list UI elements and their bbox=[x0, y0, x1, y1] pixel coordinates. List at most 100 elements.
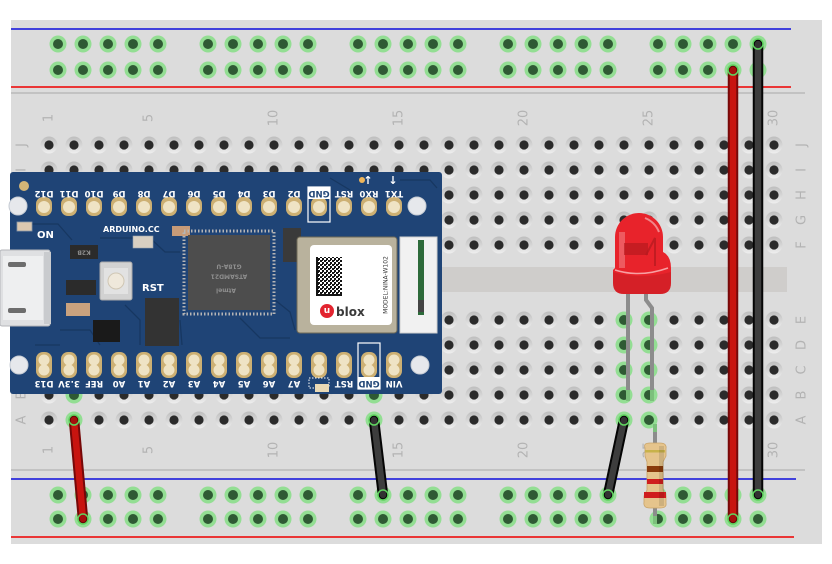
breadboard-hole[interactable] bbox=[499, 35, 517, 53]
breadboard-hole[interactable] bbox=[649, 35, 667, 53]
breadboard-hole[interactable] bbox=[349, 61, 367, 79]
breadboard-hole[interactable] bbox=[449, 510, 467, 528]
breadboard-hole[interactable] bbox=[149, 510, 167, 528]
breadboard-hole[interactable] bbox=[190, 136, 208, 154]
breadboard-hole[interactable] bbox=[765, 236, 783, 254]
arduino-pin[interactable]: A1 bbox=[136, 352, 152, 388]
breadboard-hole[interactable] bbox=[749, 510, 767, 528]
breadboard-hole[interactable] bbox=[115, 136, 133, 154]
arduino-pin[interactable]: D10 bbox=[84, 188, 103, 216]
breadboard-hole[interactable] bbox=[315, 136, 333, 154]
breadboard-hole[interactable] bbox=[699, 510, 717, 528]
breadboard-hole[interactable] bbox=[340, 136, 358, 154]
arduino-pin[interactable]: D6 bbox=[186, 188, 202, 216]
breadboard-hole[interactable] bbox=[199, 61, 217, 79]
breadboard-hole[interactable] bbox=[615, 161, 633, 179]
arduino-pin[interactable]: D7 bbox=[161, 188, 177, 216]
breadboard-hole[interactable] bbox=[374, 35, 392, 53]
breadboard-hole[interactable] bbox=[465, 336, 483, 354]
breadboard-hole[interactable] bbox=[565, 311, 583, 329]
wire-end[interactable] bbox=[77, 513, 89, 525]
arduino-pin[interactable]: D2 bbox=[286, 188, 302, 216]
breadboard-hole[interactable] bbox=[665, 186, 683, 204]
arduino-pin[interactable]: RST bbox=[335, 352, 354, 388]
breadboard-hole[interactable] bbox=[724, 35, 742, 53]
breadboard-hole[interactable] bbox=[540, 361, 558, 379]
breadboard-hole[interactable] bbox=[349, 486, 367, 504]
breadboard-hole[interactable] bbox=[299, 486, 317, 504]
breadboard-hole[interactable] bbox=[299, 510, 317, 528]
breadboard-hole[interactable] bbox=[565, 136, 583, 154]
breadboard-hole[interactable] bbox=[590, 361, 608, 379]
breadboard-hole[interactable] bbox=[440, 186, 458, 204]
resistor[interactable] bbox=[643, 424, 667, 524]
breadboard-hole[interactable] bbox=[665, 211, 683, 229]
breadboard-hole[interactable] bbox=[765, 411, 783, 429]
breadboard-hole[interactable] bbox=[349, 35, 367, 53]
breadboard-hole[interactable] bbox=[699, 35, 717, 53]
breadboard-hole[interactable] bbox=[224, 510, 242, 528]
breadboard-hole[interactable] bbox=[565, 186, 583, 204]
arduino-pin[interactable]: VIN bbox=[386, 352, 403, 388]
breadboard-hole[interactable] bbox=[515, 411, 533, 429]
breadboard-hole[interactable] bbox=[465, 411, 483, 429]
breadboard-hole[interactable] bbox=[640, 161, 658, 179]
breadboard-hole[interactable] bbox=[765, 386, 783, 404]
breadboard-hole[interactable] bbox=[124, 35, 142, 53]
breadboard-hole[interactable] bbox=[640, 361, 658, 379]
breadboard-hole[interactable] bbox=[440, 311, 458, 329]
breadboard-hole[interactable] bbox=[515, 361, 533, 379]
wire-end[interactable] bbox=[752, 489, 764, 501]
breadboard-hole[interactable] bbox=[249, 486, 267, 504]
breadboard-hole[interactable] bbox=[540, 136, 558, 154]
breadboard-hole[interactable] bbox=[424, 486, 442, 504]
wire-end[interactable] bbox=[727, 513, 739, 525]
wire-end[interactable] bbox=[68, 414, 80, 426]
breadboard-hole[interactable] bbox=[315, 411, 333, 429]
breadboard-hole[interactable] bbox=[274, 61, 292, 79]
breadboard-hole[interactable] bbox=[590, 136, 608, 154]
breadboard-hole[interactable] bbox=[690, 161, 708, 179]
breadboard-hole[interactable] bbox=[424, 510, 442, 528]
breadboard-hole[interactable] bbox=[540, 411, 558, 429]
breadboard-hole[interactable] bbox=[274, 510, 292, 528]
arduino-pin[interactable]: D12 bbox=[34, 188, 53, 216]
arduino-pin[interactable]: A3 bbox=[186, 352, 202, 388]
arduino-pin[interactable]: D11 bbox=[59, 188, 78, 216]
breadboard-hole[interactable] bbox=[290, 411, 308, 429]
breadboard-hole[interactable] bbox=[249, 61, 267, 79]
breadboard-hole[interactable] bbox=[765, 336, 783, 354]
breadboard-hole[interactable] bbox=[665, 236, 683, 254]
arduino-pin[interactable]: D4 bbox=[236, 188, 252, 216]
breadboard-hole[interactable] bbox=[540, 311, 558, 329]
breadboard-hole[interactable] bbox=[699, 61, 717, 79]
breadboard-hole[interactable] bbox=[465, 211, 483, 229]
breadboard-hole[interactable] bbox=[515, 311, 533, 329]
breadboard-hole[interactable] bbox=[49, 35, 67, 53]
breadboard-hole[interactable] bbox=[574, 61, 592, 79]
arduino-pin[interactable]: RST bbox=[335, 188, 354, 216]
breadboard-hole[interactable] bbox=[40, 411, 58, 429]
breadboard-hole[interactable] bbox=[465, 236, 483, 254]
breadboard-hole[interactable] bbox=[490, 236, 508, 254]
breadboard-hole[interactable] bbox=[374, 61, 392, 79]
breadboard-hole[interactable] bbox=[490, 411, 508, 429]
breadboard-hole[interactable] bbox=[440, 136, 458, 154]
breadboard-hole[interactable] bbox=[274, 35, 292, 53]
breadboard-hole[interactable] bbox=[674, 35, 692, 53]
breadboard-hole[interactable] bbox=[149, 486, 167, 504]
breadboard-hole[interactable] bbox=[665, 311, 683, 329]
breadboard-hole[interactable] bbox=[765, 161, 783, 179]
led-anode-leg[interactable] bbox=[644, 292, 654, 401]
breadboard-hole[interactable] bbox=[99, 61, 117, 79]
breadboard-hole[interactable] bbox=[665, 336, 683, 354]
arduino-pin[interactable]: A4 bbox=[211, 352, 227, 388]
breadboard-hole[interactable] bbox=[440, 161, 458, 179]
arduino-pin[interactable]: RX0 bbox=[359, 188, 379, 216]
breadboard-hole[interactable] bbox=[565, 161, 583, 179]
arduino-pin[interactable]: TX1 bbox=[385, 188, 403, 216]
breadboard-hole[interactable] bbox=[99, 510, 117, 528]
breadboard-hole[interactable] bbox=[590, 161, 608, 179]
breadboard-hole[interactable] bbox=[224, 35, 242, 53]
breadboard-hole[interactable] bbox=[115, 411, 133, 429]
